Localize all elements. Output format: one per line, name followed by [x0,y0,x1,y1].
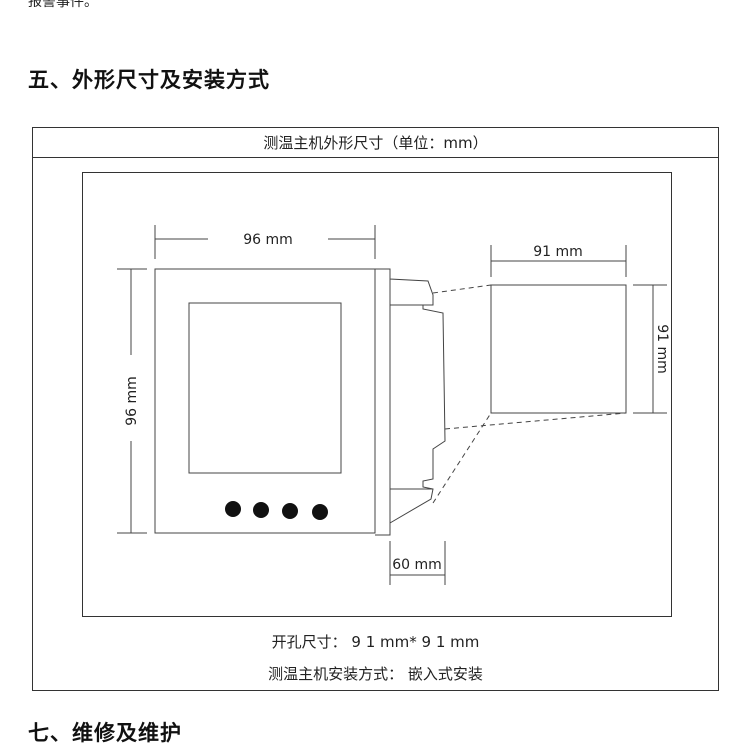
section-heading-dimensions: 五、外形尺寸及安装方式 [28,68,270,92]
front-button-2 [253,502,269,518]
projection-line-top [432,284,492,294]
front-button-3 [282,503,298,519]
dim-label-front-width: 96 mm [243,232,293,248]
dim-label-front-height: 96 mm [124,376,140,426]
front-button-4 [312,504,328,520]
dimension-drawing-svg: 96 mm 96 mm 91 mm 91 mm 60 mm [117,225,670,585]
previous-paragraph-fragment: 报警事件。 [28,0,98,10]
dim-label-cutout-height: 91 mm [654,324,670,374]
dimension-table: 测温主机外形尺寸（单位：mm） [32,127,719,691]
display-window [188,302,342,474]
cutout-size-note: 开孔尺寸： 9 1 mm* 9 1 mm [271,633,480,651]
projection-line-bottom [432,412,492,504]
dim-label-depth: 60 mm [392,557,442,573]
dim-label-cutout-width: 91 mm [533,244,583,260]
panel-cutout-outline [490,284,627,414]
section-heading-maintenance: 七、维修及维护 [28,721,182,745]
dimension-drawing: 96 mm 96 mm 91 mm 91 mm 60 mm [82,172,672,617]
table-caption: 测温主机外形尺寸（单位：mm） [33,128,718,158]
mounting-method-note: 测温主机安装方式： 嵌入式安装 [268,665,483,683]
front-button-1 [225,501,241,517]
side-profile-body [375,268,446,536]
projection-line-middle [444,412,627,430]
